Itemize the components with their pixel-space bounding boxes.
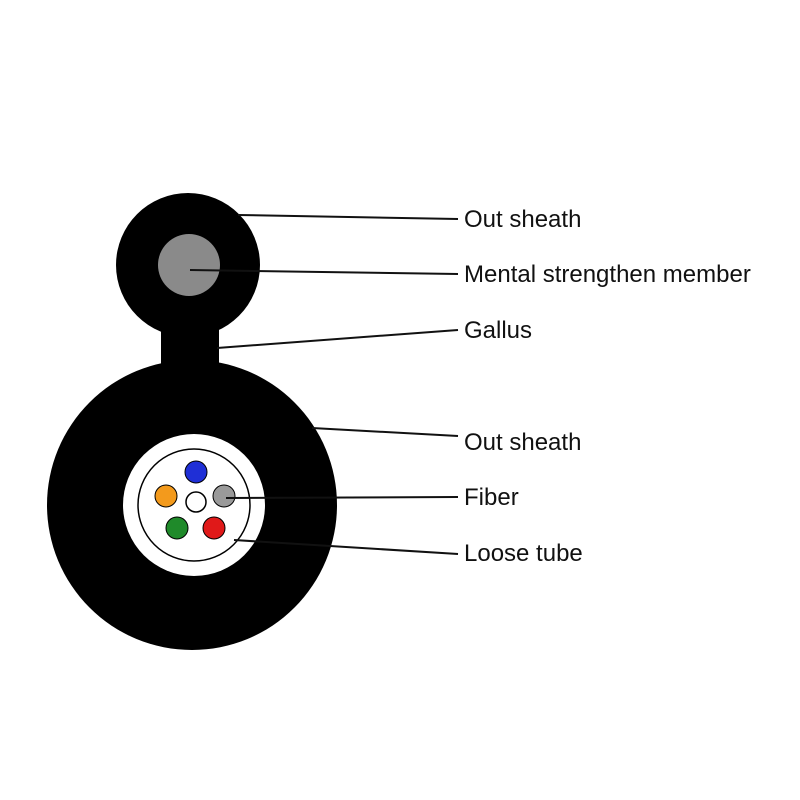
leader-lower-out-sheath [311,427,459,437]
leader-gallus [216,329,459,349]
leader-strength-member [189,269,459,275]
label-loose-tube: Loose tube [464,540,583,567]
label-strength-member: Mental strengthen member [464,261,751,288]
label-fiber: Fiber [464,484,519,511]
fiber-center [185,491,207,513]
leader-loose-tube [233,539,459,555]
fiber-gray [212,484,236,508]
loose-tube-inner-ring [137,448,251,562]
label-lower-out-sheath: Out sheath [464,429,581,456]
metal-strength-member [158,234,220,296]
leader-fiber [225,496,459,499]
fiber-orange [154,484,178,508]
fiber-green [165,516,189,540]
label-upper-out-sheath: Out sheath [464,206,581,233]
label-gallus: Gallus [464,317,532,344]
fiber-red [202,516,226,540]
leader-upper-out-sheath [237,214,459,220]
fiber-blue [184,460,208,484]
